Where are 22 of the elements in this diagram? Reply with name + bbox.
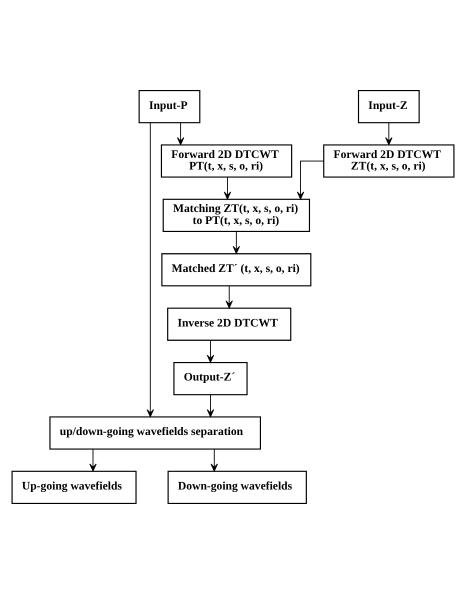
node-box: Input-Z: [358, 90, 420, 124]
arrow: [176, 122, 184, 146]
arrow: [232, 231, 240, 254]
node-box: Up-going wavefields: [12, 470, 137, 504]
node-box: Input-P: [138, 90, 200, 124]
arrow: [385, 122, 392, 146]
arrow: [89, 448, 97, 472]
arrow: [226, 286, 233, 308]
node-box: Matched ZT´ (t, x, s, o, ri): [161, 253, 312, 286]
arrow: [206, 340, 214, 363]
arrow: [210, 448, 218, 472]
arrow: [296, 160, 324, 200]
node-box: up/down-going wavefields separation: [49, 416, 261, 450]
node-box: Inverse 2D DTCWT: [167, 308, 292, 341]
node-box: Output-Z´: [173, 362, 248, 396]
node-box: Matching ZT(t, x, s, o, ri) to PT(t, x, s, o, ri): [162, 198, 310, 232]
node-box: Down-going wavefields: [168, 470, 307, 504]
node-box: Forward 2D DTCWT PT(t, x, s, o, ri): [160, 144, 292, 178]
arrow: [206, 394, 214, 418]
arrow: [224, 176, 232, 200]
arrow: [146, 122, 154, 418]
node-box: Forward 2D DTCWT ZT(t, x, s, o, ri): [323, 144, 454, 178]
